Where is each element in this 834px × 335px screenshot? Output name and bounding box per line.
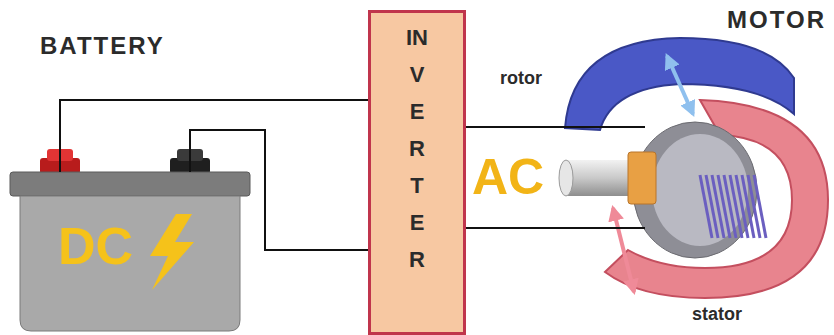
part-label: rotor xyxy=(500,68,542,89)
winding-stroke xyxy=(706,175,718,238)
inverter-label: INVERTER xyxy=(406,13,428,278)
winding-stroke xyxy=(724,175,736,238)
stator xyxy=(605,100,828,298)
winding-stroke xyxy=(742,175,754,238)
rotor-face xyxy=(652,134,748,246)
winding-stroke xyxy=(748,175,760,238)
shaft-end xyxy=(559,160,573,196)
winding-stroke xyxy=(730,175,742,238)
battery-lid xyxy=(10,172,250,196)
part-label: stator xyxy=(692,304,742,325)
stator-arrow xyxy=(613,208,634,292)
winding-stroke xyxy=(712,175,724,238)
rotor-windings xyxy=(700,175,766,238)
battery-body xyxy=(20,196,240,331)
wire xyxy=(60,100,368,172)
wire xyxy=(466,126,645,128)
battery-text: DC xyxy=(58,216,133,276)
motor: MOTOR xyxy=(645,0,832,335)
current-type-label: AC xyxy=(472,148,544,206)
winding-stroke xyxy=(718,175,730,238)
motor-heading: MOTOR xyxy=(727,6,826,34)
inverter-box: INVERTER xyxy=(368,10,466,335)
rotor-arrow xyxy=(667,56,693,114)
battery: BATTERYDC xyxy=(10,172,250,330)
lightning-bolt xyxy=(150,214,194,290)
winding-stroke xyxy=(754,175,766,238)
wire xyxy=(190,130,368,250)
wire xyxy=(466,227,645,229)
winding-stroke xyxy=(736,175,748,238)
winding-stroke xyxy=(700,175,712,238)
battery-heading: BATTERY xyxy=(40,32,165,60)
commutator xyxy=(628,152,656,204)
